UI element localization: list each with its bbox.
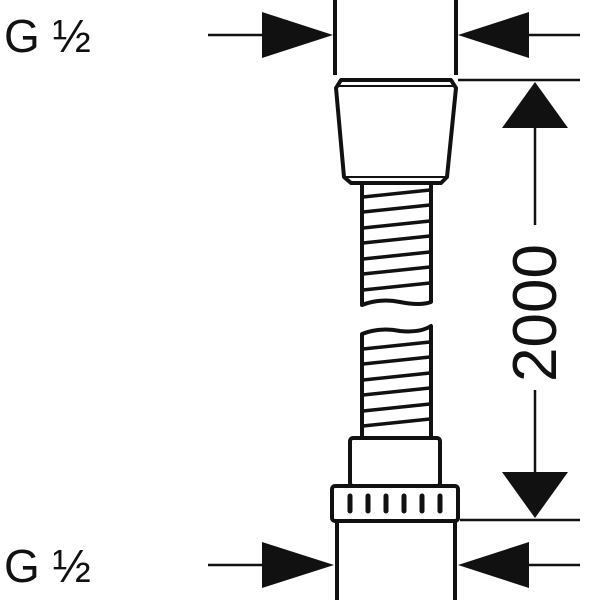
ring-knurls — [347, 493, 443, 514]
top-right-arrow-icon — [458, 12, 529, 58]
upper-hose — [360, 183, 433, 307]
lower-collar — [348, 436, 442, 488]
knurled-ring — [330, 484, 460, 523]
length-dimension-label: 2000 — [501, 244, 570, 382]
lower-hose — [360, 324, 433, 438]
top-nut — [334, 78, 458, 185]
bottom-thread-label: G ½ — [4, 540, 91, 592]
length-up-arrow-icon — [502, 82, 568, 128]
bottom-left-arrow-icon — [262, 542, 334, 588]
top-left-arrow-icon — [262, 12, 333, 58]
upper-hose-windings — [362, 188, 431, 292]
lower-hose-windings — [362, 340, 431, 428]
length-down-arrow-icon — [502, 472, 568, 518]
top-thread-label: G ½ — [4, 10, 91, 62]
bottom-right-arrow-icon — [458, 542, 529, 588]
